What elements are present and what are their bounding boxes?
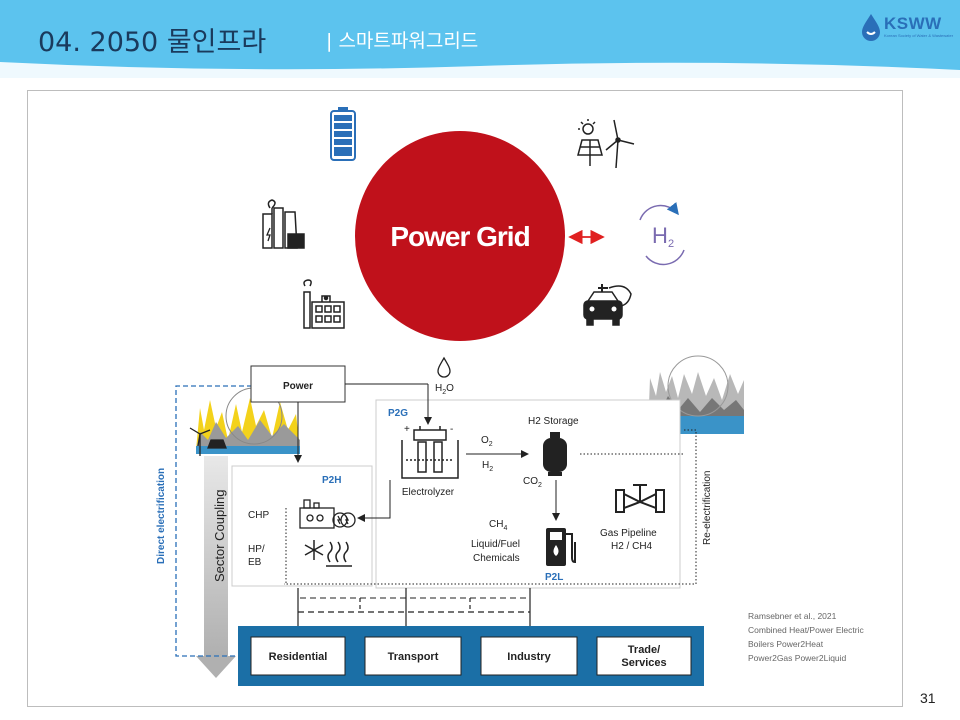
gas-pipeline-label-1: Gas Pipeline — [600, 528, 657, 539]
re-electrification-label: Re-electrification — [702, 471, 713, 545]
hydrogen-icon: H 2 — [639, 202, 685, 266]
p2l-label: P2L — [545, 572, 563, 583]
left-renewable-chart-thumbnail — [189, 387, 300, 456]
h2o-label: H2O — [435, 383, 454, 396]
citation-text: Ramsebner et al., 2021 Combined Heat/Pow… — [748, 611, 864, 663]
electrolyzer-to-chp-arrow — [357, 480, 391, 522]
svg-text:Trade/: Trade/ — [628, 644, 660, 656]
svg-text:Transport: Transport — [388, 651, 439, 663]
chp-label: CHP — [248, 510, 269, 521]
logo-subtext: Korean Society of Water & Wastewater — [884, 33, 954, 38]
fuel-pump-icon — [546, 528, 576, 566]
sector-transport: Transport — [364, 636, 462, 676]
h2-storage-label: H2 Storage — [528, 416, 579, 427]
liquid-fuel-label-1: Liquid/Fuel — [471, 539, 520, 550]
h2-icon-label: H — [652, 223, 668, 248]
svg-text:+: + — [404, 424, 410, 435]
page-title: 04. 2050 물인프라 — [38, 27, 267, 58]
power-grid-label: Power Grid — [390, 221, 529, 252]
sector-coupling-label: Sector Coupling — [212, 490, 227, 583]
logo-text: KSWW — [884, 14, 942, 33]
content-frame — [27, 90, 903, 707]
svg-text:-: - — [450, 424, 453, 435]
p2g-label: P2G — [388, 408, 408, 419]
p2g-box — [375, 399, 681, 589]
sector-industry: Industry — [480, 636, 578, 676]
gas-pipeline-label-2: H2 / CH4 — [611, 541, 653, 552]
h2-storage-tank-icon — [543, 432, 567, 476]
co2-label: CO2 — [523, 476, 542, 489]
liquid-fuel-label-2: Chemicals — [473, 553, 520, 564]
power-box: Power — [250, 365, 346, 403]
direct-electrification-line — [175, 385, 252, 657]
power-label: Power — [283, 381, 313, 392]
svg-text:Industry: Industry — [507, 651, 551, 663]
hp-eb-label-1: HP/ — [248, 544, 265, 555]
sector-trade-services: Trade/ Services — [596, 636, 692, 676]
battery-icon — [330, 107, 356, 161]
svg-text:Residential: Residential — [269, 651, 328, 663]
sector-residential: Residential — [250, 636, 346, 676]
page-subtitle: | 스마트파워그리드 — [326, 30, 479, 52]
power-plant-icon — [262, 199, 305, 249]
electrolyzer-icon: + - — [401, 424, 459, 479]
gas-valve-icon — [615, 484, 665, 513]
factory-icon — [303, 279, 345, 329]
chp-icon — [299, 499, 356, 529]
water-drop-icon — [437, 356, 451, 378]
header-bar — [0, 0, 960, 78]
power-grid-node: Power Grid — [355, 131, 565, 341]
direct-electrification-label: Direct electrification — [156, 468, 167, 564]
header-wave-decoration — [0, 62, 960, 78]
re-electrification-line — [284, 429, 697, 585]
heat-pump-icon — [304, 540, 352, 567]
sector-coupling-arrow — [196, 456, 236, 678]
ch4-label: CH4 — [489, 519, 507, 532]
h2-label: H2 — [482, 460, 493, 473]
solar-wind-icon — [577, 119, 635, 169]
hp-eb-label-2: EB — [248, 557, 262, 568]
page-number: 31 — [920, 690, 936, 706]
h2-icon-sub: 2 — [668, 238, 674, 250]
sector-dashed-verticals — [359, 598, 471, 612]
svg-text:Services: Services — [621, 657, 666, 669]
p2h-label: P2H — [322, 475, 341, 486]
water-drop-logo-icon — [862, 14, 880, 41]
electric-car-icon — [583, 284, 632, 326]
electrolyzer-label: Electrolyzer — [402, 487, 455, 498]
o2-label: O2 — [481, 435, 493, 448]
